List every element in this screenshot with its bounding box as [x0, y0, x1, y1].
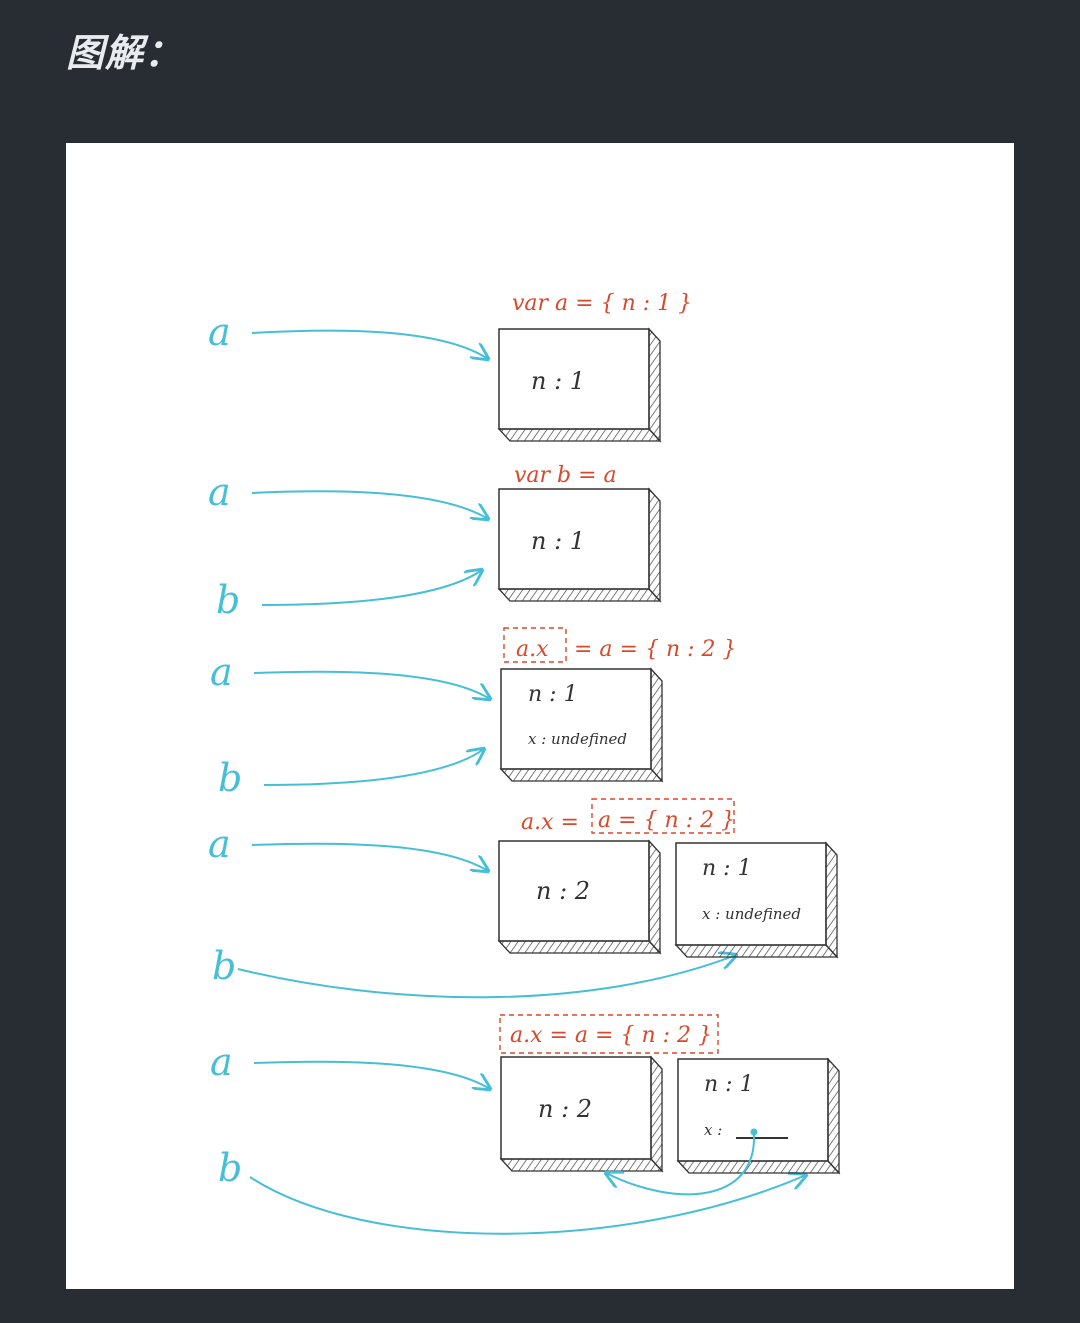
stage-2-arrow-a [251, 490, 488, 519]
stage-4-arrow-b [237, 955, 736, 999]
stage-5-arrow-b [249, 1175, 806, 1235]
stage-3-var-a: a [210, 650, 233, 694]
stage-2: var b = a a b n : 1 [208, 463, 662, 622]
stage-4-old-field-n: n : 1 [702, 856, 752, 881]
stage-5-arrow-a [253, 1060, 490, 1089]
stage-3-code-highlight: a.x [516, 637, 549, 662]
stage-1: var a = { n : 1 } a n : 1 [208, 291, 692, 443]
stage-5: a.x = a = { n : 2 } a b n : 2 n : 1 x : [210, 1014, 841, 1235]
stage-5-box-new: n : 2 [499, 1055, 664, 1173]
stage-4-box-new: n : 2 [497, 839, 662, 955]
stage-5-pointer-dot [750, 1128, 758, 1136]
stage-2-box: n : 1 [497, 487, 662, 603]
stage-3-var-b: b [218, 756, 242, 800]
stage-3-field-x: x : undefined [528, 730, 627, 748]
stage-3-code-rest: = a = { n : 2 } [574, 637, 737, 662]
reference-diagram: var a = { n : 1 } a n : 1 var b = a a b … [208, 291, 841, 1235]
stage-3-highlight-frame [503, 627, 567, 663]
stage-1-var-a: a [208, 310, 231, 354]
stage-5-arrow-x [606, 1134, 756, 1196]
stage-2-var-a: a [208, 470, 231, 514]
stage-5-highlight-frame [499, 1014, 719, 1054]
stage-1-box: n : 1 [497, 327, 662, 443]
stage-1-code: var a = { n : 1 } [512, 291, 692, 316]
stage-5-old-field-x: x : [704, 1121, 722, 1139]
stage-2-code: var b = a [514, 463, 617, 488]
stage-5-var-a: a [210, 1040, 233, 1084]
stage-2-field-n: n : 1 [531, 527, 585, 555]
stage-4-new-field-n: n : 2 [536, 877, 590, 905]
stage-3-box: n : 1 x : undefined [499, 667, 664, 783]
stage-4-highlight-frame [591, 798, 735, 834]
stage-1-field-n: n : 1 [531, 367, 585, 395]
stage-4-code-prefix: a.x = [521, 810, 579, 835]
stage-4-old-field-x: x : undefined [702, 905, 801, 923]
stage-3-arrow-a [253, 670, 490, 699]
stage-4-arrow-a [251, 842, 488, 871]
stage-5-old-field-n: n : 1 [704, 1072, 754, 1097]
stage-3-field-n: n : 1 [528, 682, 578, 707]
stage-1-arrow-a [251, 329, 488, 359]
stage-3-arrow-b [263, 749, 484, 786]
stage-4-box-old: n : 1 x : undefined [674, 841, 839, 959]
diagram-figure: var a = { n : 1 } a n : 1 var b = a a b … [66, 143, 1014, 1289]
stage-2-arrow-b [261, 570, 482, 606]
stage-4-var-a: a [208, 822, 231, 866]
stage-4: a.x = a = { n : 2 } a b n : 2 n : 1 x : … [208, 798, 839, 999]
page-heading: 图解： [66, 31, 184, 75]
stage-5-new-field-n: n : 2 [538, 1095, 592, 1123]
stage-3: a.x = a = { n : 2 } a b n : 1 x : undefi… [210, 627, 737, 800]
stage-2-var-b: b [216, 578, 240, 622]
stage-5-box-old: n : 1 x : [676, 1057, 841, 1175]
stage-5-var-b: b [218, 1146, 242, 1190]
stage-4-code-highlight: a = { n : 2 } [598, 808, 735, 833]
stage-4-var-b: b [212, 944, 236, 988]
stage-5-code-highlight: a.x = a = { n : 2 } [510, 1023, 712, 1048]
